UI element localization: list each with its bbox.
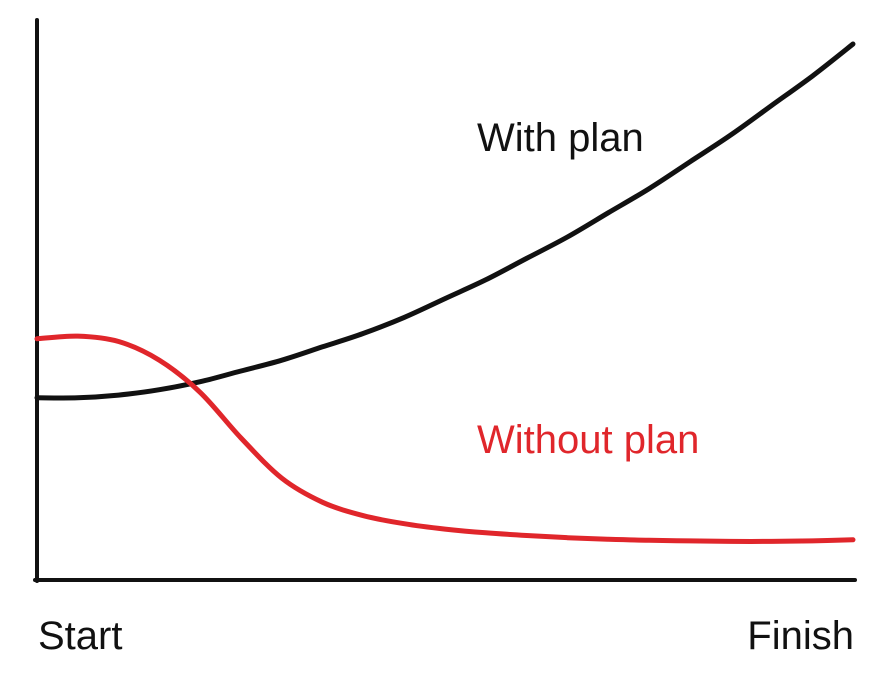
series-label-without-plan: Without plan — [477, 418, 700, 462]
x-finish-label: Finish — [747, 614, 854, 658]
series-line-0 — [34, 41, 856, 401]
x-start-label: Start — [38, 614, 123, 658]
series-line-1 — [34, 333, 856, 544]
series-label-with-plan: With plan — [477, 116, 644, 160]
series-layer — [34, 41, 856, 544]
